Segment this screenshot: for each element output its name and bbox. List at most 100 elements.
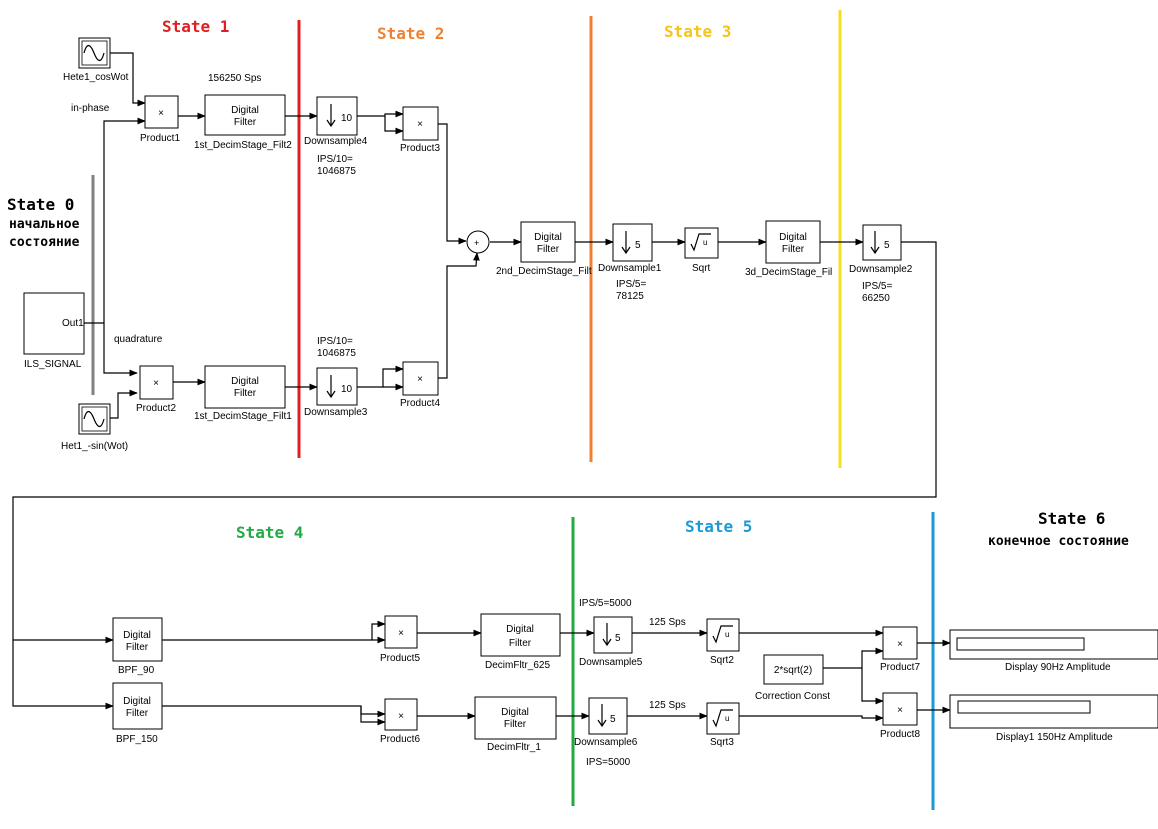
filter-1st-decim-2-block[interactable]: Digital Filter: [204, 94, 286, 136]
state0-subtitle-1: начальное: [9, 217, 80, 232]
filter-text-1: Digital: [501, 707, 529, 718]
display150-value-box: [957, 700, 1091, 714]
sqrt2-label: Sqrt2: [710, 655, 734, 666]
down-arrow-icon: [597, 704, 607, 728]
display90-label: Display 90Hz Amplitude: [1005, 662, 1111, 673]
filter-2nd-decim-block[interactable]: Digital Filter: [520, 221, 576, 263]
filter-1st-decim-1-label: 1st_DecimStage_Filt1: [194, 411, 292, 422]
multiply-icon: ×: [153, 378, 159, 389]
downsample6-block[interactable]: 5: [588, 697, 628, 735]
multiply-icon: ×: [398, 711, 404, 722]
sps-156250-label: 156250 Sps: [208, 73, 261, 84]
display90-value-box: [956, 637, 1085, 651]
ips10-b-top: 1046875: [317, 166, 356, 177]
downsample4-block[interactable]: 10: [316, 96, 358, 136]
het1-sin-source[interactable]: [78, 403, 111, 435]
bpf90-block[interactable]: Digital Filter: [112, 617, 163, 662]
sqrt-block[interactable]: u: [684, 227, 719, 259]
bpf90-label: BPF_90: [118, 665, 155, 676]
down-arrow-icon: [602, 623, 612, 647]
filter-text-2: Filter: [234, 117, 257, 128]
ils-signal-label: ILS_SIGNAL: [24, 359, 82, 370]
ips5-78-b: 78125: [616, 291, 644, 302]
downsample1-label: Downsample1: [598, 263, 662, 274]
filter-text-1: Digital: [779, 232, 807, 243]
sine-wave-icon: [83, 410, 105, 428]
product3-label: Product3: [400, 143, 440, 154]
filter-text-1: Digital: [534, 232, 562, 243]
display90-block[interactable]: [949, 629, 1158, 660]
filter-1st-decim-2-label: 1st_DecimStage_Filt2: [194, 140, 292, 151]
product3-block[interactable]: ×: [402, 106, 439, 141]
hete1-cos-label: Hete1_cosWot: [63, 72, 129, 83]
filter-text-2: Filter: [509, 638, 532, 649]
product2-block[interactable]: ×: [139, 365, 174, 400]
bpf150-label: BPF_150: [116, 734, 158, 745]
product2-label: Product2: [136, 403, 176, 414]
multiply-icon: ×: [398, 628, 404, 639]
ips10-a-bot: IPS/10=: [317, 336, 353, 347]
product7-block[interactable]: ×: [882, 626, 918, 660]
state3-title: State 3: [664, 22, 731, 41]
decim-fltr-625-block[interactable]: Digital Filter: [480, 613, 561, 657]
sum-block[interactable]: +: [466, 230, 490, 254]
downsample3-block[interactable]: 10: [316, 367, 358, 406]
ips5-5000-label: IPS/5=5000: [579, 598, 632, 609]
product8-label: Product8: [880, 729, 920, 740]
filter-text-1: Digital: [506, 624, 534, 635]
het1-sin-label: Het1_-sin(Wot): [61, 441, 128, 452]
ips10-a-top: IPS/10=: [317, 154, 353, 165]
sqrt-u: u: [725, 714, 729, 723]
display150-block[interactable]: [949, 694, 1158, 729]
down-arrow-icon: [326, 104, 336, 128]
downsample2-block[interactable]: 5: [862, 224, 902, 261]
filter-text-1: Digital: [231, 376, 259, 387]
product5-block[interactable]: ×: [384, 615, 418, 649]
filter-3d-decim-block[interactable]: Digital Filter: [765, 220, 821, 264]
ils-signal-block[interactable]: Out1: [23, 292, 85, 355]
decim-fltr-1-block[interactable]: Digital Filter: [474, 696, 557, 740]
ds5-factor: 5: [615, 633, 621, 644]
product1-label: Product1: [140, 133, 180, 144]
sqrt-u: u: [725, 630, 729, 639]
state1-title: State 1: [162, 17, 229, 36]
product5-label: Product5: [380, 653, 420, 664]
sine-wave-icon: [83, 44, 105, 62]
bpf150-block[interactable]: Digital Filter: [112, 682, 163, 730]
state5-title: State 5: [685, 517, 752, 536]
correction-const-block[interactable]: 2*sqrt(2): [763, 654, 824, 685]
display150-label: Display1 150Hz Amplitude: [996, 732, 1113, 743]
filter-3d-decim-label: 3d_DecimStage_Fil: [745, 267, 832, 278]
ips5-78-a: IPS/5=: [616, 279, 646, 290]
sqrt-icon: [690, 233, 711, 252]
downsample5-block[interactable]: 5: [593, 616, 633, 654]
product6-block[interactable]: ×: [384, 698, 418, 731]
product4-block[interactable]: ×: [402, 361, 439, 396]
hete1-cos-source[interactable]: [78, 37, 111, 69]
product1-block[interactable]: ×: [144, 95, 179, 129]
sum-plus-icon: +: [474, 238, 479, 248]
multiply-icon: ×: [897, 705, 903, 716]
product8-block[interactable]: ×: [882, 692, 918, 726]
sqrt2-block[interactable]: u: [706, 618, 740, 652]
ips-5000-label: IPS=5000: [586, 757, 631, 768]
multiply-icon: ×: [897, 639, 903, 650]
sqrt3-block[interactable]: u: [706, 702, 740, 735]
product6-label: Product6: [380, 734, 420, 745]
sqrt-icon: [712, 709, 733, 728]
down-arrow-icon: [326, 375, 336, 399]
quadrature-label: quadrature: [114, 334, 163, 345]
filter-text-2: Filter: [504, 719, 527, 730]
product7-label: Product7: [880, 662, 920, 673]
filter-text-1: Digital: [123, 630, 151, 641]
wires-top: [12, 52, 937, 640]
filter-1st-decim-1-block[interactable]: Digital Filter: [204, 365, 286, 409]
downsample6-label: Downsample6: [574, 737, 638, 748]
downsample1-block[interactable]: 5: [612, 223, 653, 262]
state4-title: State 4: [236, 523, 303, 542]
state0-title: State 0: [7, 195, 74, 214]
state2-title: State 2: [377, 24, 444, 43]
multiply-icon: ×: [417, 119, 423, 130]
ds3-factor: 10: [341, 384, 353, 395]
